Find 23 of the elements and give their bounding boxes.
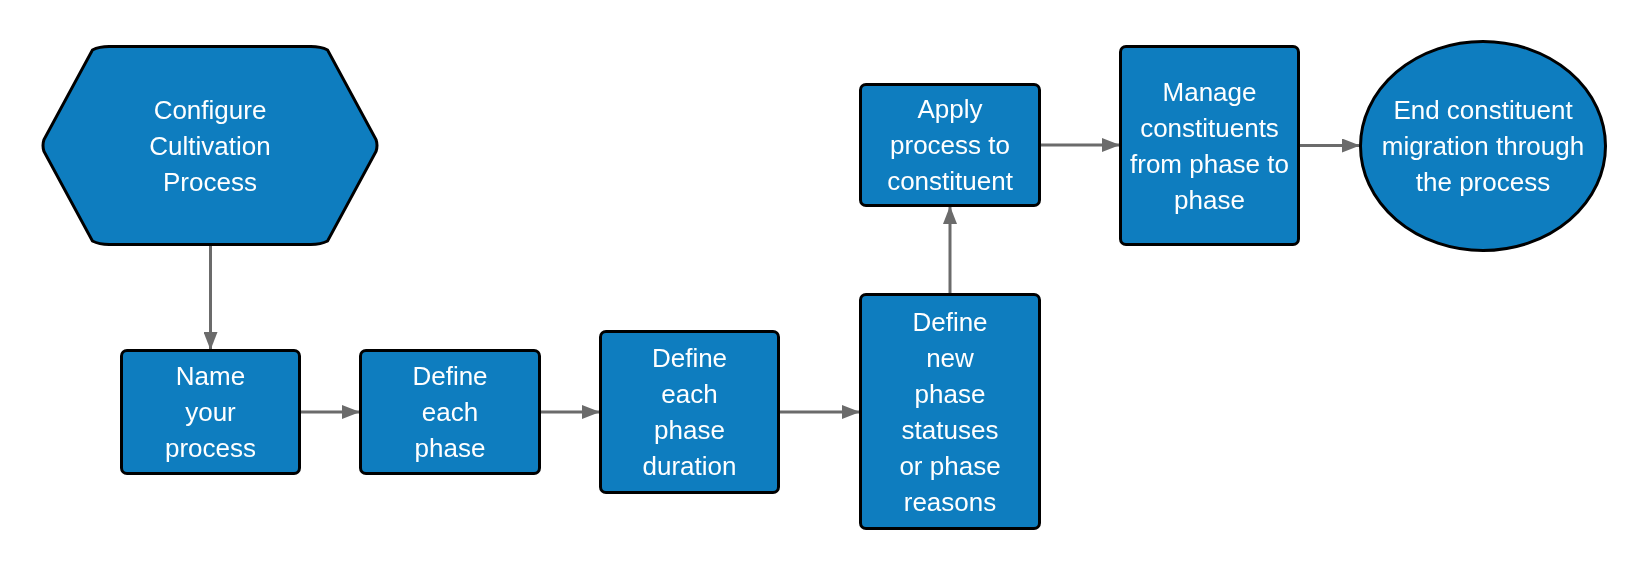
step-label: Define each phase [411, 360, 489, 465]
process-box [599, 330, 780, 494]
step-label: Apply process to constituent [886, 93, 1014, 198]
arrow [1041, 138, 1120, 152]
arrow [943, 206, 957, 293]
terminator-oval [1359, 40, 1607, 252]
process-box [359, 349, 541, 475]
step-label: Manage constituents from phase to phase [1129, 75, 1290, 217]
step-label: Configure Cultivation Process [148, 93, 272, 199]
step-label: End constituent migration through the process [1380, 94, 1586, 199]
step-label: Define new phase statuses or phase reasons [898, 305, 1002, 519]
arrow [301, 405, 360, 419]
process-box [1119, 45, 1300, 246]
arrow [203, 246, 218, 350]
process-box [859, 83, 1041, 207]
step-label: Define each phase duration [641, 342, 738, 483]
process-hexagon [42, 45, 378, 246]
arrow [541, 405, 600, 419]
step-label: Name your process [163, 360, 257, 465]
arrow [780, 405, 860, 419]
process-box [859, 293, 1041, 530]
arrow [1300, 138, 1360, 153]
process-box [120, 349, 301, 475]
